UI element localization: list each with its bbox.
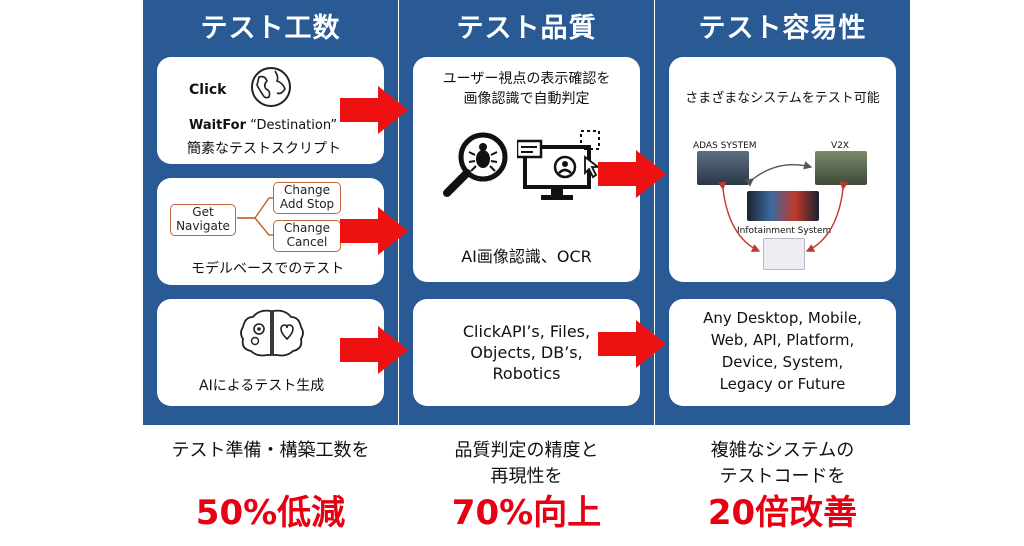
panel-title: テスト工数: [200, 13, 341, 44]
node-change-cancel: Change Cancel: [273, 220, 341, 252]
arrow-right-icon: [340, 326, 408, 374]
result-value: 20倍改善: [707, 493, 858, 533]
click-command: Click: [189, 82, 227, 98]
card-any-platform: Any Desktop, Mobile, Web, API, Platform,…: [669, 299, 896, 406]
target-line2: Objects, DB’s,: [470, 343, 583, 362]
infotainment-screenshot: [763, 238, 805, 270]
target-line1: ClickAPI’s, Files,: [462, 322, 591, 341]
platform-line4: Legacy or Future: [719, 375, 846, 393]
node-get-navigate: Get Navigate: [170, 204, 236, 236]
result-value: 50%低減: [195, 493, 346, 533]
card-heading-line2: 画像認識で自動判定: [463, 91, 590, 107]
arrow-right-icon: [340, 207, 408, 255]
flow-connectors: [237, 197, 273, 236]
panel-test-effort: テスト工数 Click WaitFor “Destination” 簡素なテスト…: [143, 0, 398, 425]
system-connectors: [717, 161, 849, 252]
v2x-screenshot: [815, 151, 867, 185]
label-v2x: V2X: [831, 141, 850, 151]
arrow-right-icon: [598, 150, 666, 198]
magnifier-bug-icon: [443, 132, 508, 197]
card-caption: AIによるテスト生成: [199, 378, 325, 394]
card-heading: さまざまなシステムをテスト可能: [685, 91, 880, 106]
panel-title: テスト品質: [456, 13, 597, 44]
label-infotainment: Infotainment System: [737, 226, 832, 236]
node-change-add-stop: Change Add Stop: [273, 182, 341, 214]
label-adas: ADAS SYSTEM: [693, 141, 757, 151]
effect-description: 品質判定の精度と 再現性を: [454, 440, 599, 487]
platform-line3: Device, System,: [721, 353, 844, 371]
monitor-user-icon: [517, 130, 601, 200]
waitfor-command: WaitFor “Destination”: [189, 118, 338, 133]
result-value: 70%向上: [451, 493, 602, 533]
panel-test-quality: テスト品質 ユーザー視点の表示確認を 画像認識で自動判定: [399, 0, 654, 425]
globe-icon: [251, 67, 291, 107]
arrow-right-icon: [340, 86, 408, 134]
brain-icon: [240, 309, 304, 357]
card-caption: 簡素なテストスクリプト: [187, 141, 341, 157]
effect-description: 複雑なシステムの テストコードを: [710, 440, 855, 487]
card-caption: AI画像認識、OCR: [461, 247, 592, 266]
adas-screenshot: [697, 151, 749, 185]
target-line3: Robotics: [492, 364, 561, 383]
panel-testability: テスト容易性 さまざまなシステムをテスト可能 ADAS SYSTEM V2X I…: [655, 0, 910, 425]
card-systems: さまざまなシステムをテスト可能 ADAS SYSTEM V2X Infotain…: [669, 57, 896, 282]
platform-line2: Web, API, Platform,: [710, 331, 855, 349]
card-caption: モデルベースでのテスト: [191, 261, 345, 277]
arrow-right-icon: [598, 320, 666, 368]
effect-description: テスト準備・構築工数を: [171, 440, 370, 461]
panel-title: テスト容易性: [698, 13, 867, 44]
card-heading-line1: ユーザー視点の表示確認を: [442, 71, 611, 87]
platform-line1: Any Desktop, Mobile,: [703, 309, 862, 327]
